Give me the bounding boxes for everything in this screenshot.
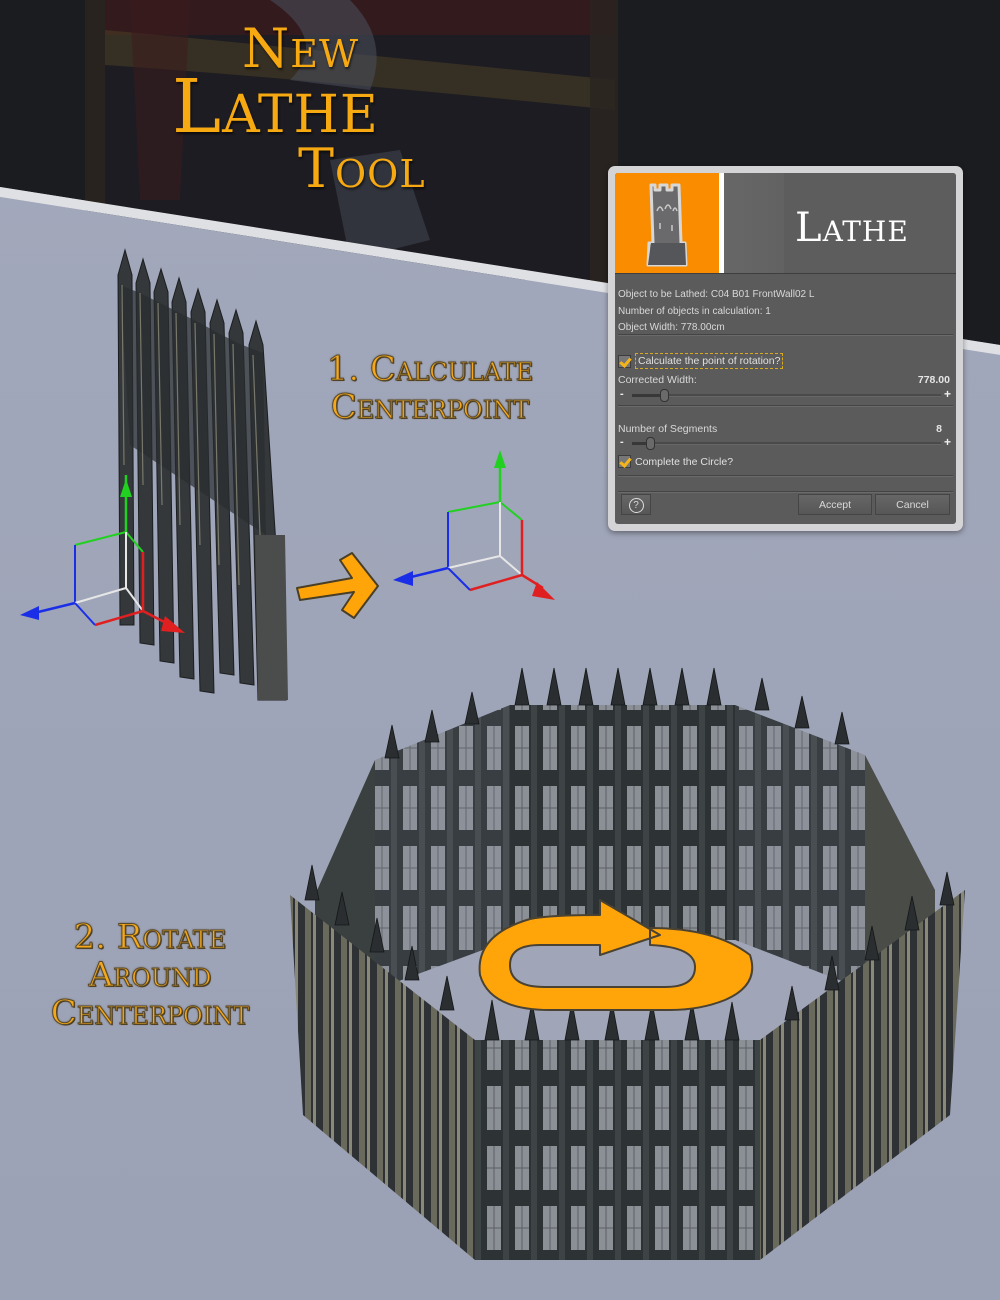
step2-line3: Centerpoint	[50, 993, 250, 1034]
rotate-arrow-icon	[478, 899, 754, 1011]
segments-slider[interactable]: - +	[618, 435, 953, 450]
object-width: Object Width: 778.00cm	[618, 322, 725, 333]
logo-panel	[615, 173, 719, 273]
corrected-width-label: Corrected Width:	[618, 374, 697, 386]
header-divider	[719, 173, 724, 273]
tower-icon	[646, 183, 688, 267]
step1-line2: Centerpoint	[330, 387, 530, 428]
step2-caption: 2. Rotate Around Centerpoint	[10, 917, 290, 1034]
orange-arrow-icon	[296, 552, 379, 619]
separator	[618, 334, 953, 336]
number-of-objects: Number of objects in calculation: 1	[618, 305, 771, 317]
transform-gizmo-before	[20, 475, 185, 633]
segments-value: 8	[936, 423, 942, 435]
step2-line1: 2. Rotate	[73, 917, 227, 957]
transform-gizmo-after	[393, 450, 555, 600]
step1-caption: 1. Calculate Centerpoint	[300, 349, 560, 428]
cancel-button[interactable]: Cancel	[875, 494, 950, 515]
help-button[interactable]: ?	[621, 494, 651, 515]
dialog-title: Lathe	[795, 205, 909, 251]
step1-line1: 1. Calculate	[326, 349, 534, 389]
dialog-body: Lathe Object to be Lathed: C04 B01 Front…	[615, 173, 956, 524]
separator	[618, 475, 953, 477]
calculate-rotation-checkbox[interactable]	[618, 354, 631, 368]
complete-circle-checkbox[interactable]	[618, 455, 631, 468]
title-lathe: Lathe	[172, 64, 379, 150]
calculate-rotation-label[interactable]: Calculate the point of rotation?	[635, 353, 784, 369]
segments-label: Number of Segments	[618, 423, 718, 435]
step2-line2: Around	[88, 955, 212, 996]
complete-circle-row[interactable]: Complete the Circle?	[618, 455, 733, 468]
object-to-be-lathed: Object to be Lathed: C04 B01 FrontWall02…	[618, 289, 815, 300]
lathed-octagon-wall-model	[290, 667, 965, 1260]
increase-icon[interactable]: +	[943, 387, 951, 401]
slider-thumb[interactable]	[646, 437, 655, 450]
slider-fill	[632, 394, 662, 397]
decrease-icon[interactable]: -	[620, 436, 624, 448]
separator	[618, 405, 953, 407]
complete-circle-label[interactable]: Complete the Circle?	[635, 455, 734, 468]
slider-track[interactable]	[632, 394, 941, 397]
curtain-backdrop	[85, 0, 618, 290]
accept-button[interactable]: Accept	[798, 494, 872, 515]
title-tool: Tool	[298, 137, 426, 200]
slider-thumb[interactable]	[660, 389, 669, 402]
calculate-rotation-row[interactable]: Calculate the point of rotation?	[618, 353, 784, 369]
increase-icon[interactable]: +	[943, 435, 951, 449]
corrected-width-slider[interactable]: - +	[618, 387, 953, 402]
help-icon: ?	[628, 498, 644, 513]
dialog-header: Lathe	[615, 173, 956, 274]
lathe-dialog: Lathe Object to be Lathed: C04 B01 Front…	[608, 166, 963, 531]
object-info: Object to be Lathed: C04 B01 FrontWall02…	[618, 287, 814, 337]
header-ghost-tower	[724, 173, 784, 273]
slider-track[interactable]	[632, 442, 941, 445]
slider-fill	[632, 442, 648, 445]
title-new: New	[242, 17, 360, 80]
separator	[618, 491, 953, 493]
decrease-icon[interactable]: -	[620, 388, 624, 400]
corrected-width-value: 778.00	[917, 374, 950, 386]
